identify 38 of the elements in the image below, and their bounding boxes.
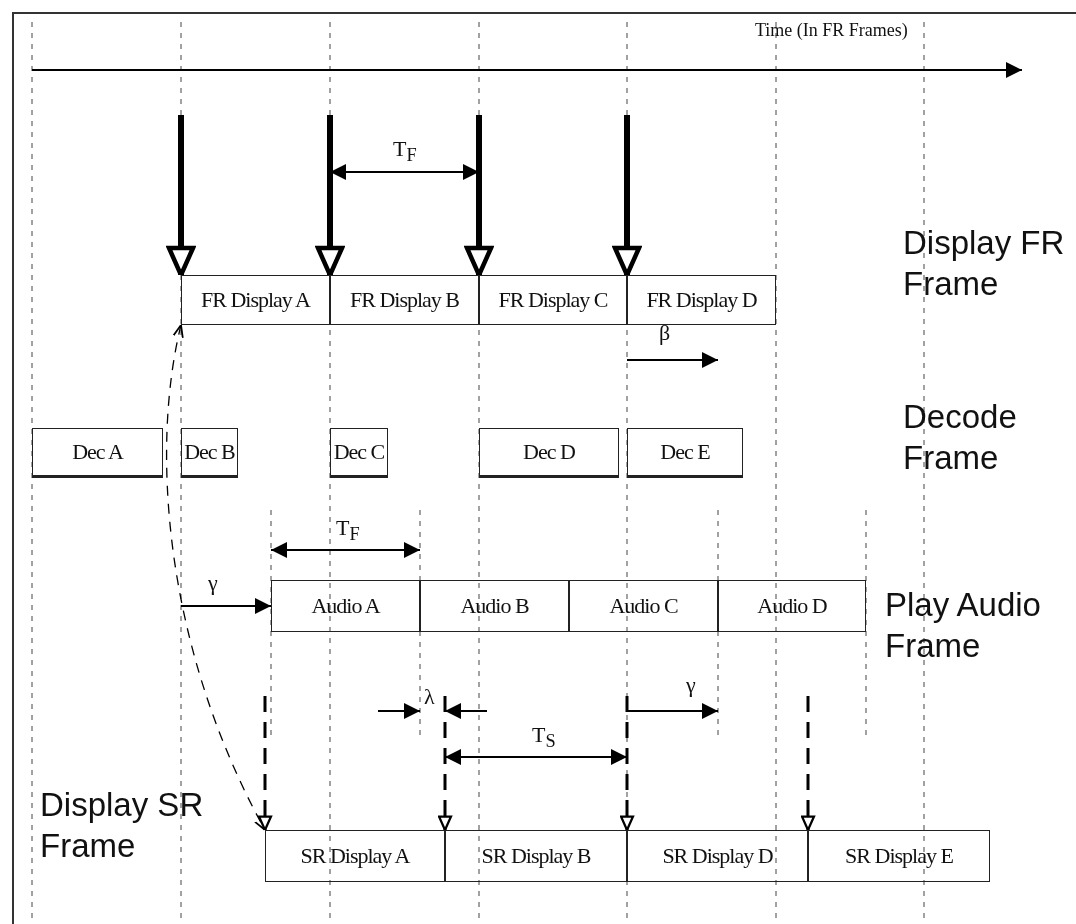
arrow [180,598,272,614]
frame-box: SR Display B [445,830,627,882]
row-label: Display FR Frame [903,223,1066,305]
arrow [257,696,273,832]
row-label: Play Audio Frame [885,585,1042,667]
arrow [437,696,453,832]
arrow [612,115,642,278]
dimension-label: T$_{S}$ [532,722,556,753]
arrow [166,115,196,278]
frame-box: Dec D [479,428,619,478]
dimension-label: T$_{F}$ [393,136,417,167]
frame-box: Audio C [569,580,718,632]
dimension-label: T$_{F}$ [336,515,360,546]
arrow [315,115,345,278]
frame-box: SR Display E [808,830,990,882]
frame-box: Dec B [181,428,238,478]
frame-box: SR Display D [627,830,808,882]
arrow [619,696,635,832]
frame-box: FR Display B [330,275,479,325]
arrow [166,324,266,831]
frame-box: Dec C [330,428,388,478]
frame-box: Dec A [32,428,163,478]
frame-box: Audio A [271,580,420,632]
arrow [464,115,494,278]
frame-box: FR Display D [627,275,776,325]
dimension-label: γ [686,672,696,698]
frame-box: Audio D [718,580,866,632]
dimension-label: λ [424,684,435,710]
arrow [800,696,816,832]
row-label: Decode Frame [903,397,1018,479]
frame-box: SR Display A [265,830,445,882]
frame-box: Dec E [627,428,743,478]
row-label: Display SR Frame [40,785,205,867]
frame-box: FR Display C [479,275,627,325]
frame-box: Audio B [420,580,569,632]
frame-box: FR Display A [181,275,330,325]
dimension-label: γ [208,570,218,596]
axis-label: Time (In FR Frames) [755,20,908,41]
